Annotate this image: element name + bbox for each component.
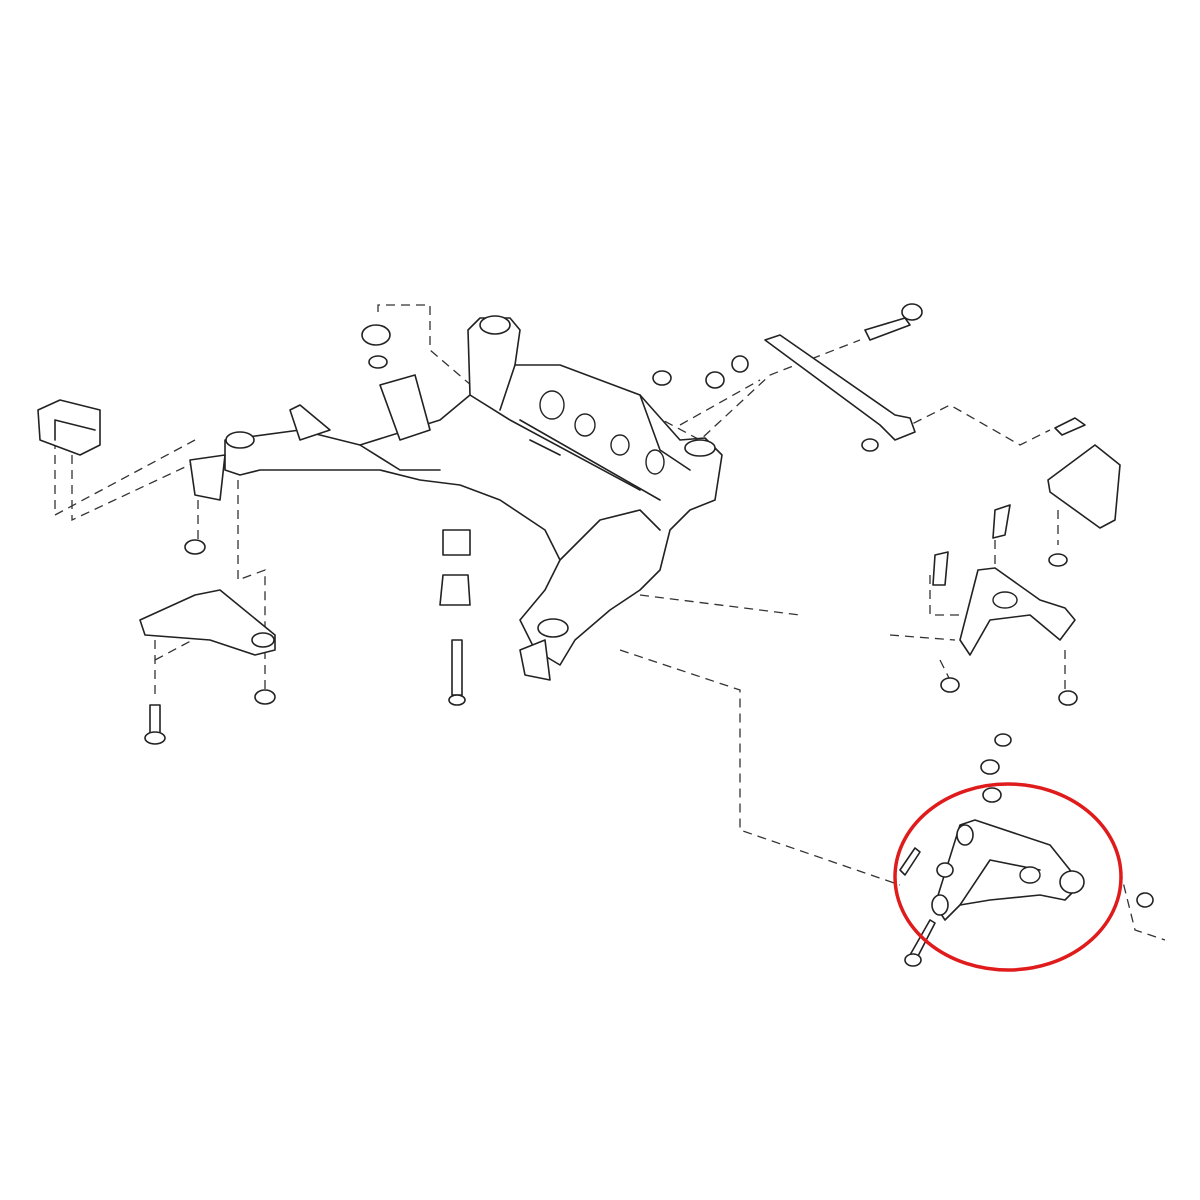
lower-control-arm [899, 759, 1154, 967]
highlight-circle [893, 782, 1123, 972]
left-parts [37, 324, 471, 745]
rear-subframe [189, 315, 723, 681]
leader-lines [54, 304, 1166, 941]
right-parts [652, 303, 1121, 747]
